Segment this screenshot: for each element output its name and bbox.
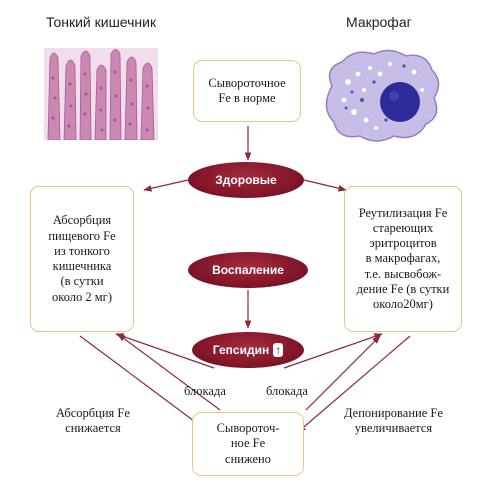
box-absorption-text: Абсорбция пищевого Fe из тонкого кишечни… (48, 213, 116, 304)
arrow-absorption-to-serum-low (79, 335, 207, 431)
arrow-serum-low-to-right (305, 335, 381, 411)
arrow-healthy-to-reutilization (303, 179, 347, 192)
box-serum-low-text: Сывороточ- ное Fe снижено (216, 421, 280, 466)
arrow-hepcidin-blockade-right (283, 333, 383, 369)
oval-inflammation-text: Воспаление (212, 263, 284, 277)
box-reutilization-text: Реутилизация Fe стареющих эритроцитов в … (356, 205, 450, 312)
arrow-hepcidin-blockade-left (115, 333, 215, 369)
oval-healthy-text: Здоровые (215, 173, 277, 187)
oval-hepcidin: Гепсидин ↑ (192, 332, 304, 368)
hepcidin-up-arrow-icon: ↑ (273, 343, 284, 357)
macrophage-cell-image (325, 49, 440, 142)
intestine-histology-image (44, 48, 158, 140)
arrow-healthy-to-absorption (143, 179, 189, 192)
macrophage-title: Макрофаг (346, 14, 412, 30)
oval-inflammation: Воспаление (188, 252, 308, 288)
label-absorption-decreases: Абсорбция Fe снижается (56, 406, 130, 436)
label-deposition-increases: Депонирование Fe увеличивается (344, 406, 443, 436)
box-serum-low: Сывороточ- ное Fe снижено (192, 412, 304, 476)
box-serum-normal-text: Сывороточное Fe в норме (208, 75, 286, 105)
label-blockade-left: блокада (184, 384, 226, 398)
oval-hepcidin-text: Гепсидин (212, 343, 270, 357)
box-absorption: Абсорбция пищевого Fe из тонкого кишечни… (30, 186, 134, 332)
label-blockade-right: блокада (266, 384, 308, 398)
oval-healthy: Здоровые (188, 162, 304, 198)
arrow-reutilization-to-serum-low (297, 335, 411, 433)
intestine-title: Тонкий кишечник (46, 14, 157, 30)
box-reutilization: Реутилизация Fe стареющих эритроцитов в … (344, 186, 462, 332)
arrow-serum-low-to-left (117, 333, 221, 411)
box-serum-normal: Сывороточное Fe в норме (193, 60, 301, 122)
